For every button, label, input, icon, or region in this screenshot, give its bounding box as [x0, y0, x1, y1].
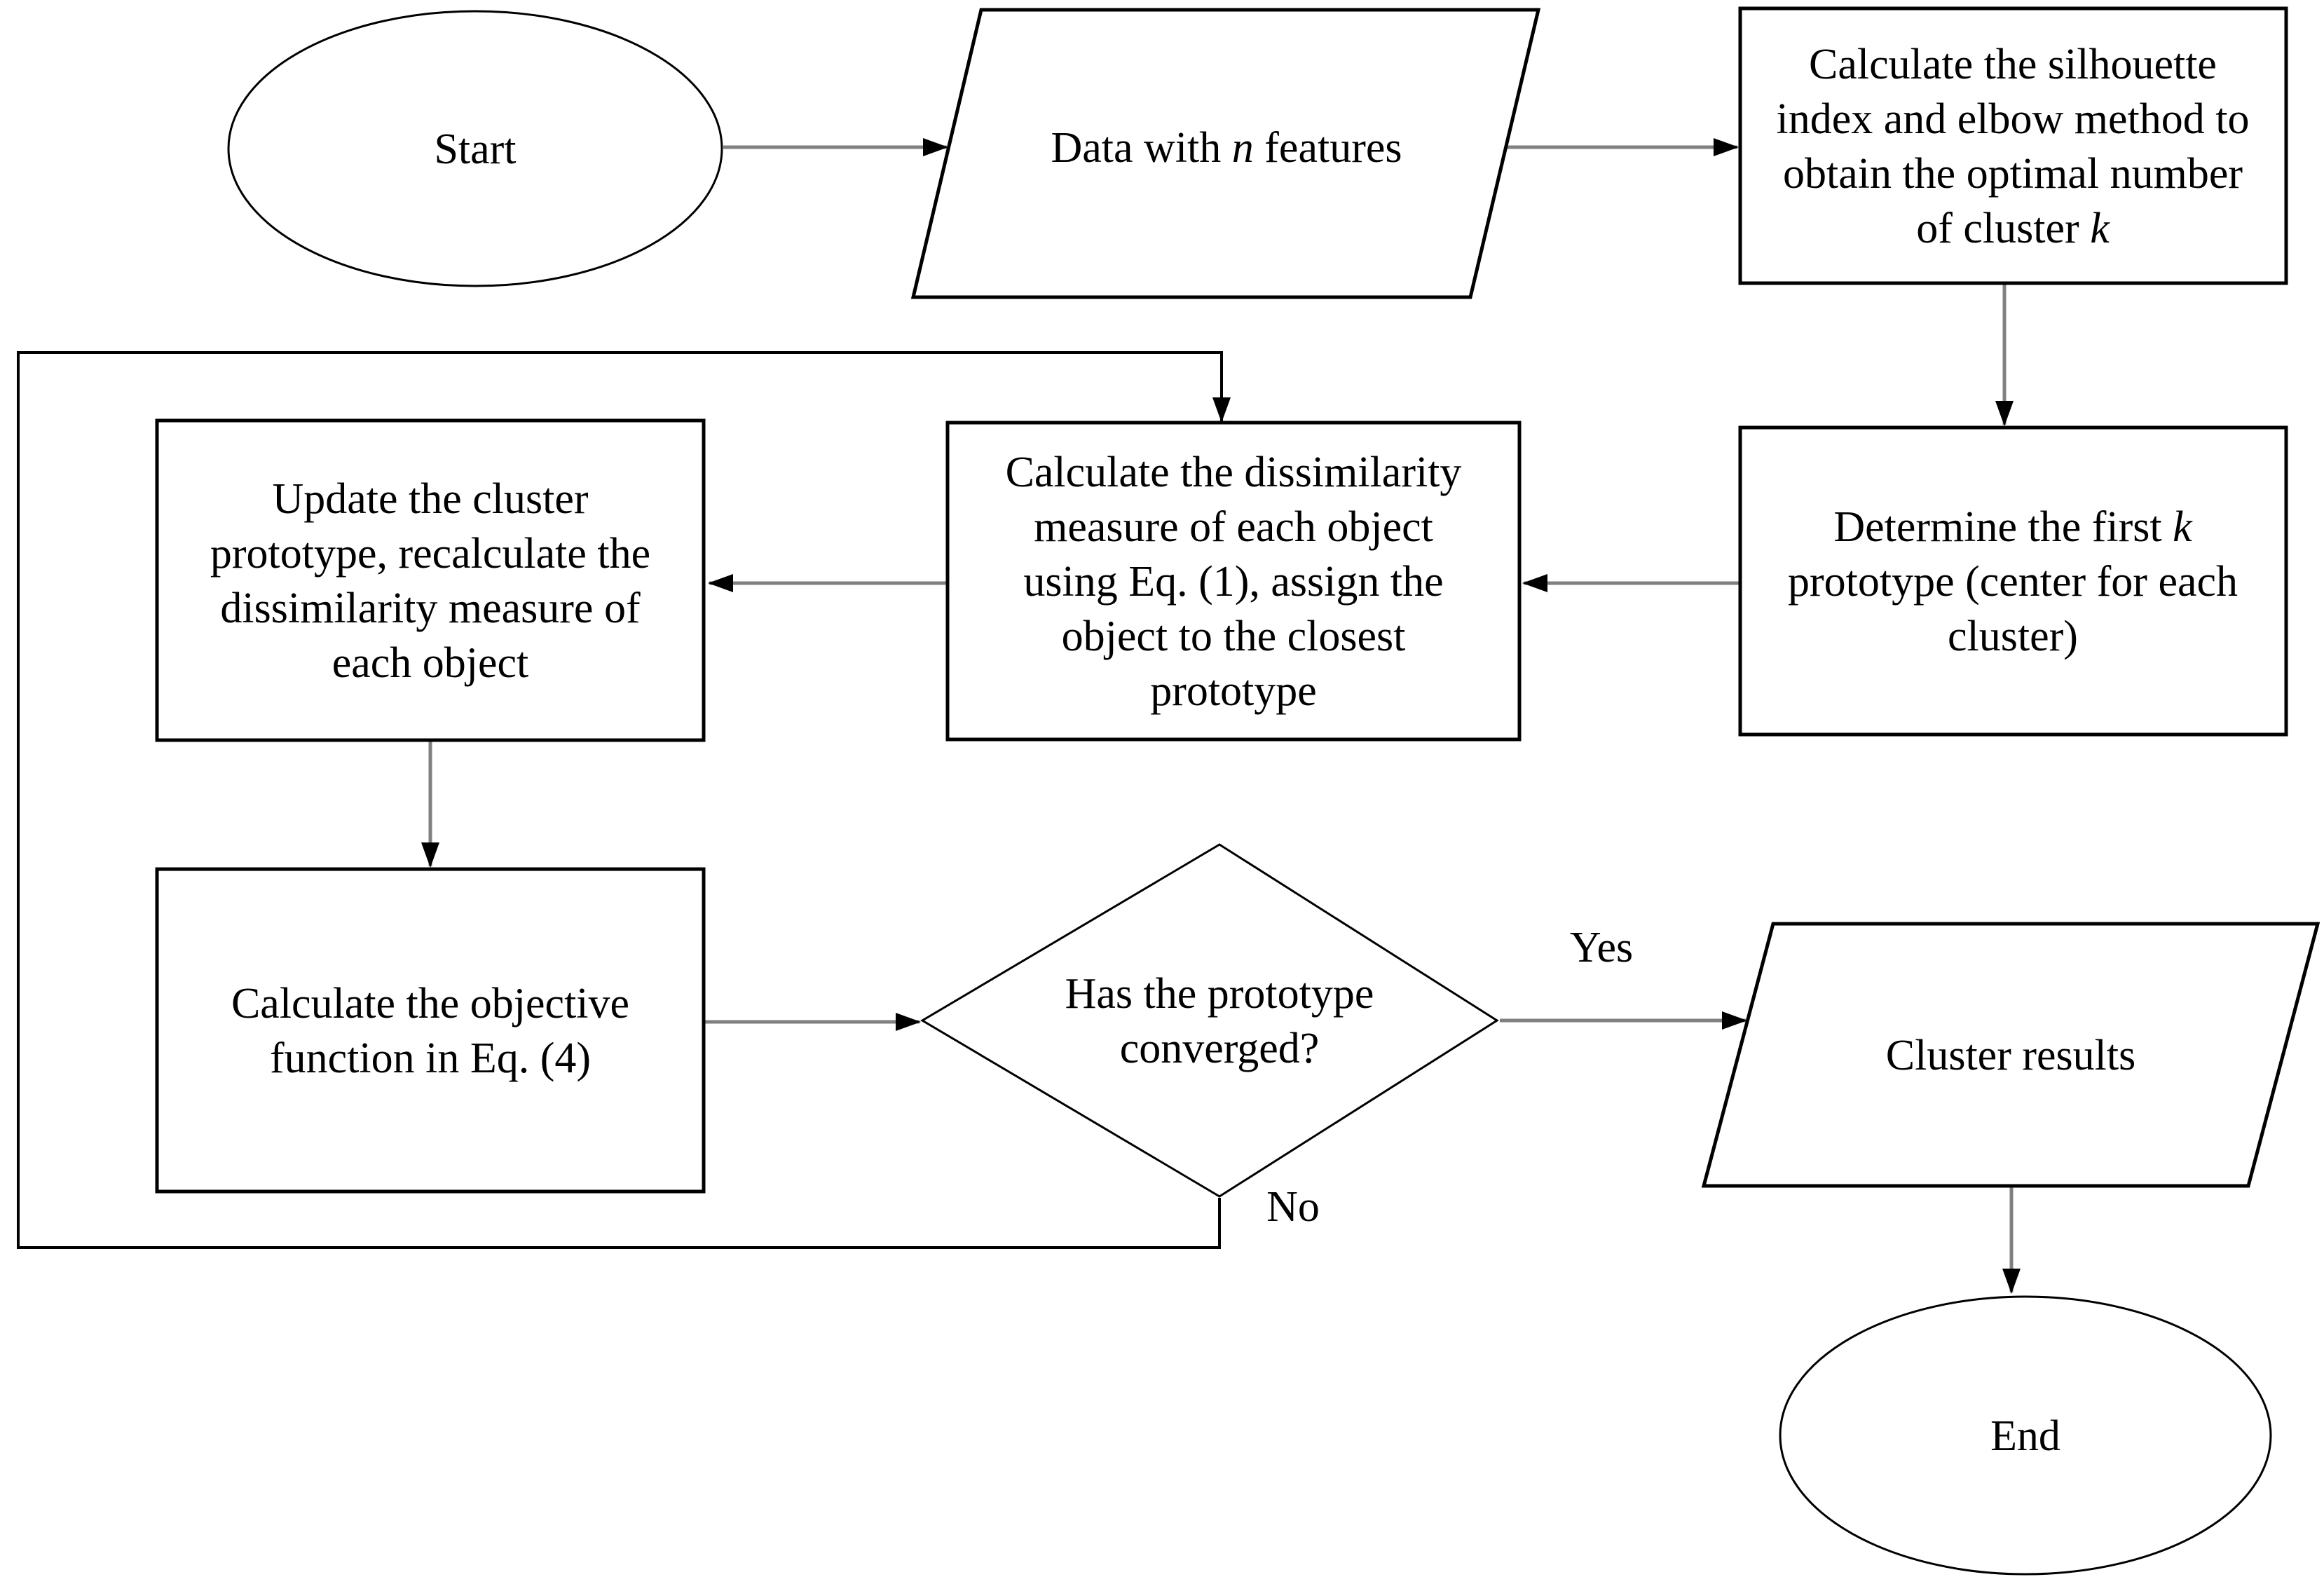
svg-text:object to the closest: object to the closest [1062, 613, 1406, 660]
data-input-label: Data with n features [1051, 124, 1402, 172]
start-ellipse [227, 10, 723, 287]
svg-text:converged?: converged? [1120, 1025, 1320, 1072]
determine-label: Determine the first k prototype (center … [1788, 503, 2238, 660]
update-rect [155, 418, 706, 742]
shapes [155, 6, 2320, 1576]
objective-label: Calculate the objective function in Eq. … [231, 980, 629, 1082]
svg-text:dissimilarity measure of: dissimilarity measure of [220, 585, 641, 632]
svg-text:each object: each object [332, 639, 529, 687]
silhouette-label: Calculate the silhouette index and elbow… [1777, 41, 2250, 252]
start-label: Start [434, 125, 516, 173]
svg-text:Has the prototype: Has the prototype [1065, 970, 1374, 1018]
svg-text:Calculate the dissimilarity: Calculate the dissimilarity [1006, 449, 1462, 496]
dissimilarity-label: Calculate the dissimilarity measure of e… [1006, 449, 1462, 715]
svg-text:obtain the optimal number: obtain the optimal number [1783, 150, 2243, 198]
svg-text:prototype (center for each: prototype (center for each [1788, 558, 2238, 606]
labels: Start Data with n features Calculate the… [210, 41, 2250, 1460]
edge-decision-no-loop [17, 351, 1231, 1249]
data-input-parallelogram [910, 8, 1541, 299]
update-label: Update the cluster prototype, recalculat… [210, 475, 650, 687]
svg-text:Determine the first k: Determine the first k [1833, 503, 2193, 551]
svg-text:prototype: prototype [1150, 667, 1317, 715]
svg-text:cluster): cluster) [1948, 613, 2078, 660]
end-label: End [1990, 1412, 2060, 1460]
results-label: Cluster results [1886, 1032, 2135, 1079]
svg-text:measure of each object: measure of each object [1034, 503, 1433, 551]
svg-text:of cluster k: of cluster k [1916, 205, 2110, 252]
silhouette-rect [1738, 6, 2288, 285]
connectors [421, 138, 2021, 1294]
svg-text:function in Eq. (4): function in Eq. (4) [270, 1035, 591, 1082]
svg-text:Update the cluster: Update the cluster [272, 475, 588, 523]
determine-rect [1738, 425, 2288, 737]
loop-edge-group [17, 351, 1231, 1249]
edge-label-yes: Yes [1570, 924, 1633, 971]
edge-label-no: No [1266, 1183, 1320, 1231]
decision-label: Has the prototype converged? [1065, 970, 1374, 1072]
decision-diamond [920, 843, 1499, 1198]
results-parallelogram [1701, 922, 2320, 1188]
svg-text:index and elbow method to: index and elbow method to [1777, 95, 2250, 143]
end-ellipse [1779, 1295, 2272, 1576]
dissimilarity-rect [945, 421, 1522, 742]
svg-text:Calculate the silhouette: Calculate the silhouette [1809, 41, 2217, 88]
objective-rect [155, 867, 706, 1194]
svg-text:prototype, recalculate the: prototype, recalculate the [210, 530, 650, 578]
svg-text:using Eq. (1), assign the: using Eq. (1), assign the [1023, 558, 1443, 606]
svg-text:Calculate the objective: Calculate the objective [231, 980, 629, 1027]
